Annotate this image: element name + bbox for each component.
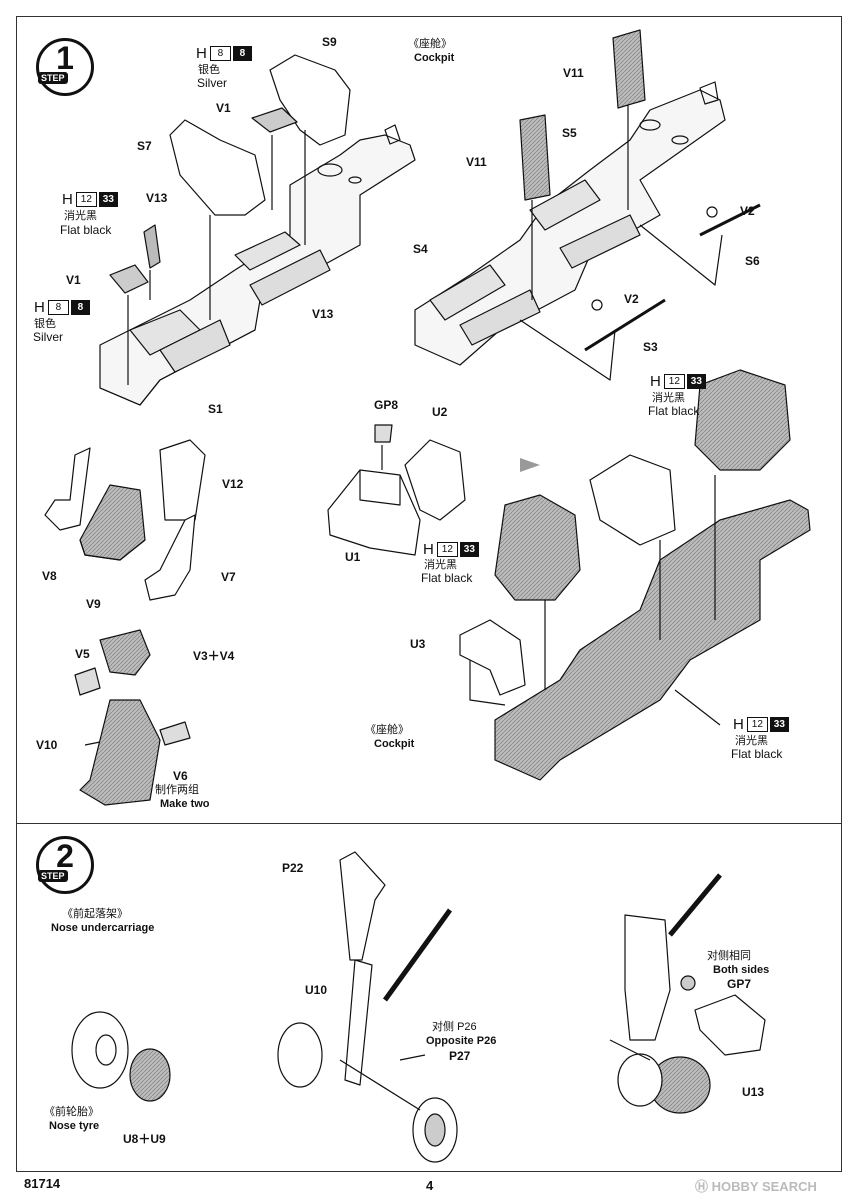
part-label: GP7 bbox=[727, 977, 752, 991]
nose-tyre-en: Nose tyre bbox=[49, 1120, 100, 1132]
opposite-en: Opposite P26 bbox=[426, 1035, 497, 1047]
part-label: V3＋V4 bbox=[193, 649, 235, 663]
model-number: 81714 bbox=[24, 1176, 61, 1191]
cockpit-tub-left bbox=[99, 54, 416, 406]
paint-cn: 消光黑 bbox=[652, 392, 685, 404]
paint-cn: 消光黑 bbox=[424, 559, 457, 571]
paint-cn: 消光黑 bbox=[64, 210, 97, 222]
paint-en: Flat black bbox=[731, 747, 783, 761]
paint-en: Flat black bbox=[648, 404, 700, 418]
part-label: S1 bbox=[208, 402, 223, 416]
nose-tyre-cn: 《前轮胎》 bbox=[44, 1106, 99, 1118]
nose-undercarriage-en: Nose undercarriage bbox=[51, 922, 155, 934]
part-label: S5 bbox=[562, 126, 577, 140]
page-frame bbox=[16, 16, 842, 1172]
make-two-en: Make two bbox=[160, 798, 210, 810]
both-sides-en: Both sides bbox=[713, 964, 770, 976]
step-tag: STEP bbox=[38, 870, 68, 882]
part-label: V10 bbox=[36, 738, 58, 752]
part-label: GP8 bbox=[374, 398, 399, 412]
part-label: U2 bbox=[432, 405, 448, 419]
part-label: V12 bbox=[222, 477, 244, 491]
part-label: V9 bbox=[86, 597, 101, 611]
part-label: P22 bbox=[282, 861, 304, 875]
part-label: S4 bbox=[413, 242, 428, 256]
part-label: U10 bbox=[305, 983, 328, 997]
nose-undercarriage-cn: 《前起落架》 bbox=[62, 908, 128, 920]
cockpit-title-cn: 《座舱》 bbox=[408, 38, 452, 50]
cockpit-title-en: Cockpit bbox=[414, 52, 455, 64]
cockpit-title-en-2: Cockpit bbox=[374, 738, 415, 750]
paint-cn: 银色 bbox=[34, 318, 56, 330]
paint-en: Flat black bbox=[421, 571, 473, 585]
make-two-cn: 制作两组 bbox=[155, 784, 199, 796]
part-label: U1 bbox=[345, 550, 361, 564]
part-label: S9 bbox=[322, 35, 337, 49]
part-label: V1 bbox=[216, 101, 231, 115]
watermark-logo-icon: Ⓗ bbox=[695, 1179, 709, 1194]
part-label: V7 bbox=[221, 570, 236, 584]
part-label: P27 bbox=[449, 1049, 471, 1063]
part-label: V13 bbox=[312, 307, 334, 321]
part-label: V13 bbox=[146, 191, 168, 205]
part-label: U13 bbox=[742, 1085, 765, 1099]
part-label: V11 bbox=[563, 66, 584, 80]
page-number: 4 bbox=[426, 1178, 434, 1193]
step-tag: STEP bbox=[38, 72, 68, 84]
step-divider bbox=[16, 823, 842, 824]
step-1-badge: 1 STEP bbox=[36, 38, 94, 96]
cockpit-title-cn-2: 《座舱》 bbox=[365, 724, 409, 736]
opposite-cn: 对侧 P26 bbox=[432, 1021, 477, 1033]
part-label: V8 bbox=[42, 569, 57, 583]
part-label: S7 bbox=[137, 139, 152, 153]
paint-en: Silver bbox=[33, 330, 64, 344]
step-2-badge: 2 STEP bbox=[36, 836, 94, 894]
part-label: V2 bbox=[624, 292, 639, 306]
step-number: 1 bbox=[56, 40, 74, 76]
part-label: V2 bbox=[740, 204, 755, 218]
both-sides-cn: 对侧相同 bbox=[707, 950, 751, 962]
part-label: V11 bbox=[466, 155, 487, 169]
part-label: S6 bbox=[745, 254, 760, 268]
paint-cn: 消光黑 bbox=[735, 735, 768, 747]
part-label: V5 bbox=[75, 647, 90, 661]
paint-en: Flat black bbox=[60, 223, 112, 237]
part-label: V1 bbox=[66, 273, 81, 287]
step-number: 2 bbox=[56, 838, 74, 874]
watermark: Ⓗ HOBBY SEARCH bbox=[695, 1179, 817, 1194]
paint-cn: 银色 bbox=[198, 64, 220, 76]
paint-en: Silver bbox=[197, 76, 228, 90]
part-label: U3 bbox=[410, 637, 426, 651]
part-label: V6 bbox=[173, 769, 188, 783]
part-label: S3 bbox=[643, 340, 658, 354]
part-label: U8＋U9 bbox=[123, 1132, 166, 1146]
